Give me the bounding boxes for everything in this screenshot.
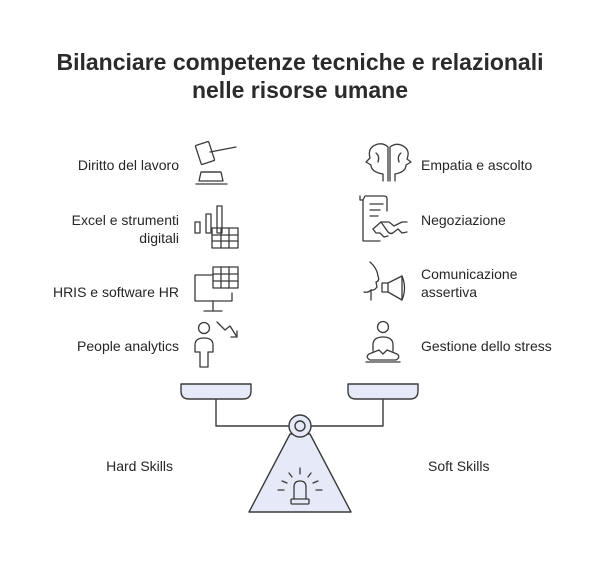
scale-pivot <box>288 414 312 438</box>
scale-beam <box>215 399 384 427</box>
gavel-icon <box>194 140 237 185</box>
balance-scale <box>180 383 419 513</box>
soft-skill-label-stress: Gestione dello stress <box>421 338 552 354</box>
hard-skill-label-excel: Excel e strumenti digitali <box>71 212 179 246</box>
title-line-1: Bilanciare competenze tecniche e relazio… <box>56 49 544 75</box>
spreadsheet-chart-icon <box>194 205 239 249</box>
soft-skill-label-assertive: Comunicazione assertiva <box>421 266 518 300</box>
hard-skills-label: Hard Skills <box>106 458 173 474</box>
hard-skill-label-analytics: People analytics <box>77 338 179 354</box>
person-trend-icon <box>194 321 238 368</box>
title-line-2: nelle risorse umane <box>191 77 409 103</box>
soft-skill-label-negotiation: Negoziazione <box>421 212 506 228</box>
page-title: Bilanciare competenze tecniche e relazio… <box>0 48 600 104</box>
soft-skills-label: Soft Skills <box>428 458 490 474</box>
computer-spreadsheet-icon <box>194 266 239 312</box>
handshake-document-icon <box>359 195 408 242</box>
lamp-icon <box>277 467 323 505</box>
hard-skill-label-labor-law: Diritto del lavoro <box>77 157 179 173</box>
right-pan <box>347 383 419 400</box>
soft-skill-label-empathy: Empatia e ascolto <box>421 157 533 173</box>
left-pan <box>180 383 252 400</box>
two-heads-icon <box>365 143 412 182</box>
meditation-icon <box>365 320 401 363</box>
hard-skill-label-hris: HRIS e software HR <box>52 284 179 300</box>
speaker-megaphone-icon <box>363 261 406 301</box>
